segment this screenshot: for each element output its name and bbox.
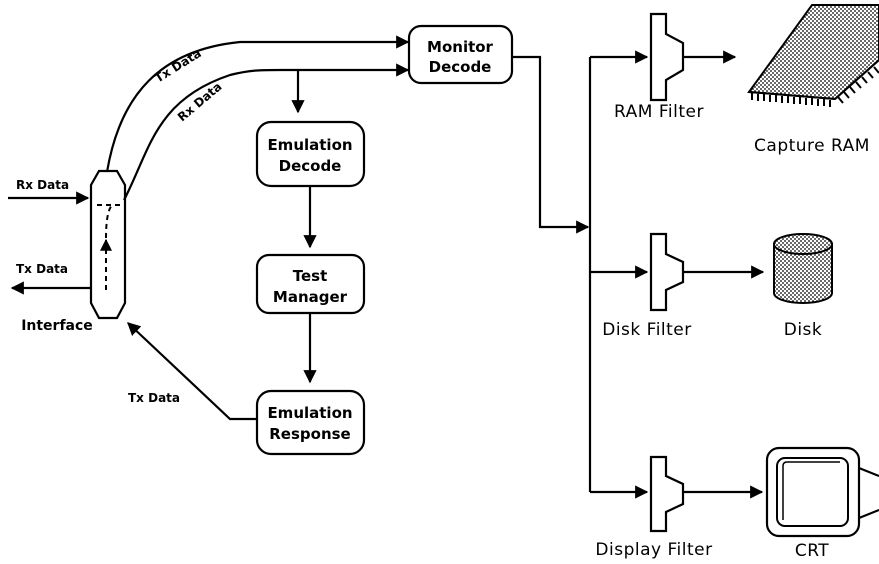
test-manager-line1: Test [293,267,328,285]
tx-data-bus [105,35,410,173]
filter-distribution-bus [588,50,649,499]
rx-data-input-label: Rx Data [16,178,69,192]
monitor-decode-line2: Decode [429,58,492,76]
monitor-decode-box: Monitor Decode [407,24,514,85]
ram-filter-label: RAM Filter [614,102,704,122]
monitor-decode-output-path [512,55,590,234]
monitor-decode-line1: Monitor [427,38,494,56]
test-manager-line2: Manager [273,288,348,306]
interface-label: Interface [21,318,93,334]
display-filter-label: Display Filter [595,540,712,560]
emulation-decode-line1: Emulation [267,136,352,154]
disk-filter-label: Disk Filter [602,320,692,340]
tx-data-bus-label: Tx Data [152,46,204,85]
crt-monitor-icon [765,446,879,538]
test-manager-box: Test Manager [255,253,366,315]
emulation-decode-box: Emulation Decode [255,120,366,188]
capture-ram-label: Capture RAM [754,136,870,156]
disk-cylinder-icon [773,233,833,304]
tx-data-output-label: Tx Data [16,262,68,276]
rx-data-bus [123,63,410,201]
interface-block [89,169,127,320]
tx-data-return-label: Tx Data [128,391,180,405]
capture-ram-chip-icon [747,4,879,107]
emulation-response-line2: Response [269,425,350,443]
ram-filter-icon [649,12,737,102]
disk-label: Disk [784,320,823,340]
emulation-response-line1: Emulation [267,404,352,422]
disk-filter-icon [649,232,765,312]
display-filter-icon [649,455,764,533]
emulation-decode-line2: Decode [279,157,342,175]
tx-data-return-arrow [127,322,257,421]
emulation-response-box: Emulation Response [255,389,366,456]
crt-label: CRT [795,541,829,561]
